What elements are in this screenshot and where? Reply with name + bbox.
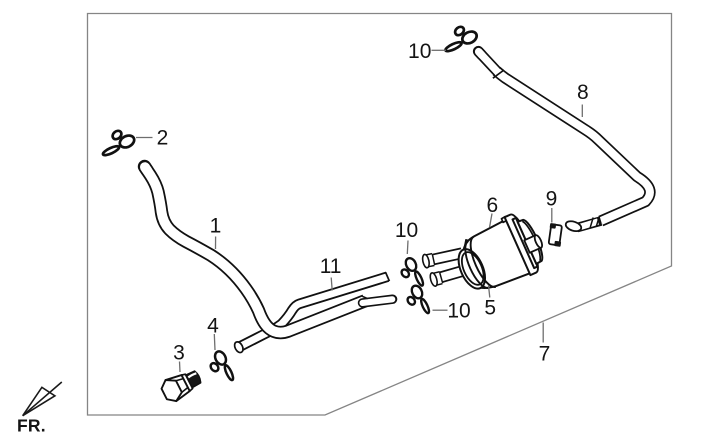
svg-text:FR.: FR.: [17, 416, 46, 436]
svg-text:6: 6: [487, 194, 499, 217]
svg-text:2: 2: [157, 126, 169, 149]
svg-text:10: 10: [408, 40, 431, 63]
svg-text:5: 5: [484, 297, 496, 320]
svg-text:8: 8: [577, 81, 589, 104]
svg-text:11: 11: [320, 255, 342, 278]
svg-text:9: 9: [546, 187, 558, 210]
svg-text:10: 10: [395, 219, 418, 242]
svg-text:7: 7: [539, 343, 551, 366]
svg-text:3: 3: [173, 341, 185, 364]
svg-text:1: 1: [210, 215, 222, 238]
svg-text:10: 10: [447, 300, 470, 323]
svg-text:4: 4: [207, 314, 219, 337]
